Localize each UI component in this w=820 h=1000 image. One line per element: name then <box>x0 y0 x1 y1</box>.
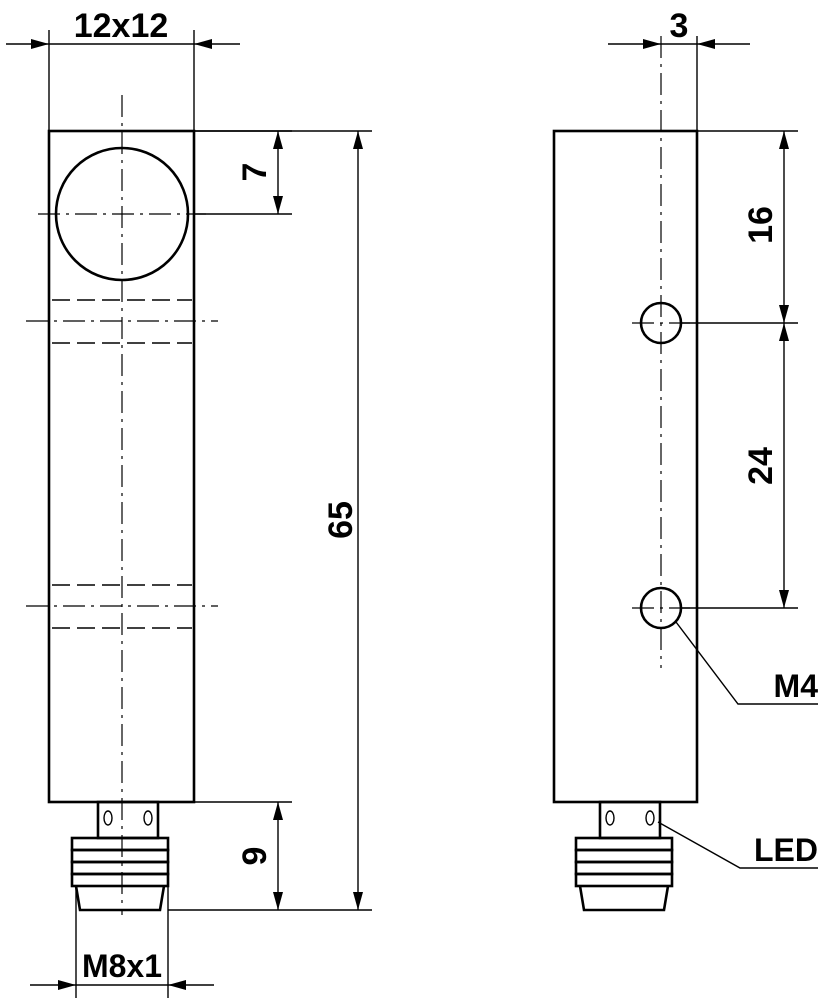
front-view <box>26 95 218 915</box>
front-led-right <box>143 810 153 826</box>
dim-thread: M8x1 <box>30 874 214 998</box>
dim-hole-top: 16 <box>681 130 798 324</box>
side-connector <box>574 800 674 912</box>
dim-hole-top-label: 16 <box>742 206 780 244</box>
dim-thread-label: M8x1 <box>82 948 162 984</box>
callout-led-label: LED <box>754 832 818 868</box>
callout-led: LED <box>657 821 818 869</box>
dim-side-offset-label: 3 <box>670 7 689 45</box>
callout-m4-label: M4 <box>774 668 819 704</box>
dim-hole-spacing: 24 <box>681 323 798 609</box>
dim-width-front-label: 12x12 <box>74 7 169 45</box>
dim-hole-spacing-label: 24 <box>742 447 780 485</box>
dim-sensor-offset-label: 7 <box>236 163 274 182</box>
side-led-right <box>645 810 655 826</box>
front-led-left <box>103 810 113 826</box>
dim-side-offset: 3 <box>608 7 750 131</box>
side-led-left <box>605 810 615 826</box>
dim-connector-length: 9 <box>158 801 292 910</box>
dim-connector-length-label: 9 <box>236 847 274 866</box>
dim-total-length: 65 <box>168 130 372 911</box>
side-housing <box>552 129 699 804</box>
dim-width-front: 12x12 <box>6 7 240 131</box>
front-connector <box>70 800 170 912</box>
side-view <box>552 36 699 912</box>
dim-total-length-label: 65 <box>322 501 360 539</box>
callout-m4: M4 <box>675 621 819 705</box>
dim-sensor-offset: 7 <box>194 130 292 215</box>
